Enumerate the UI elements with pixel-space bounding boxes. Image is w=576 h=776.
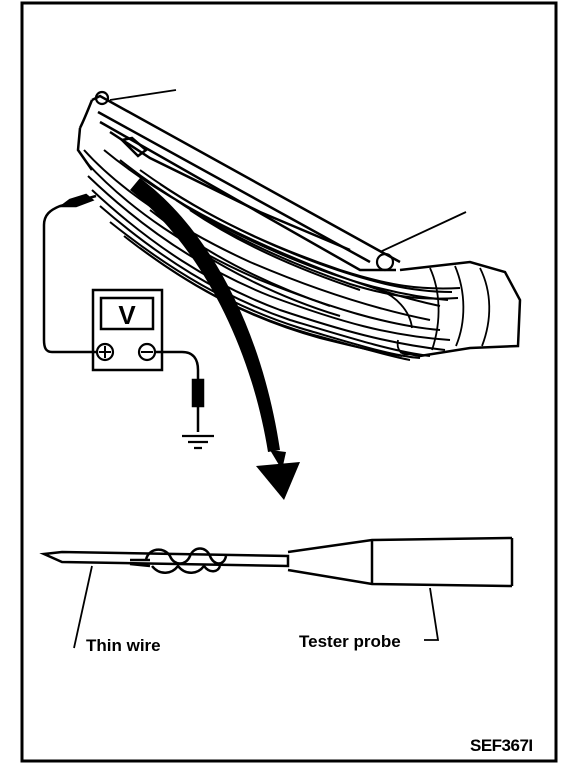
voltmeter-icon bbox=[91, 288, 164, 372]
figure-border bbox=[20, 1, 558, 763]
ground-symbol-icon bbox=[182, 434, 214, 450]
figure-code: SEF367I bbox=[470, 736, 533, 755]
thin-wire-label: Thin wire bbox=[86, 636, 161, 655]
tester-probe-label: Tester probe bbox=[299, 632, 401, 651]
probe-detail bbox=[39, 536, 514, 649]
connector-harness bbox=[76, 89, 522, 361]
meter-symbol: V bbox=[118, 300, 136, 330]
test-leads bbox=[42, 193, 205, 432]
arrow-icon bbox=[130, 178, 300, 500]
